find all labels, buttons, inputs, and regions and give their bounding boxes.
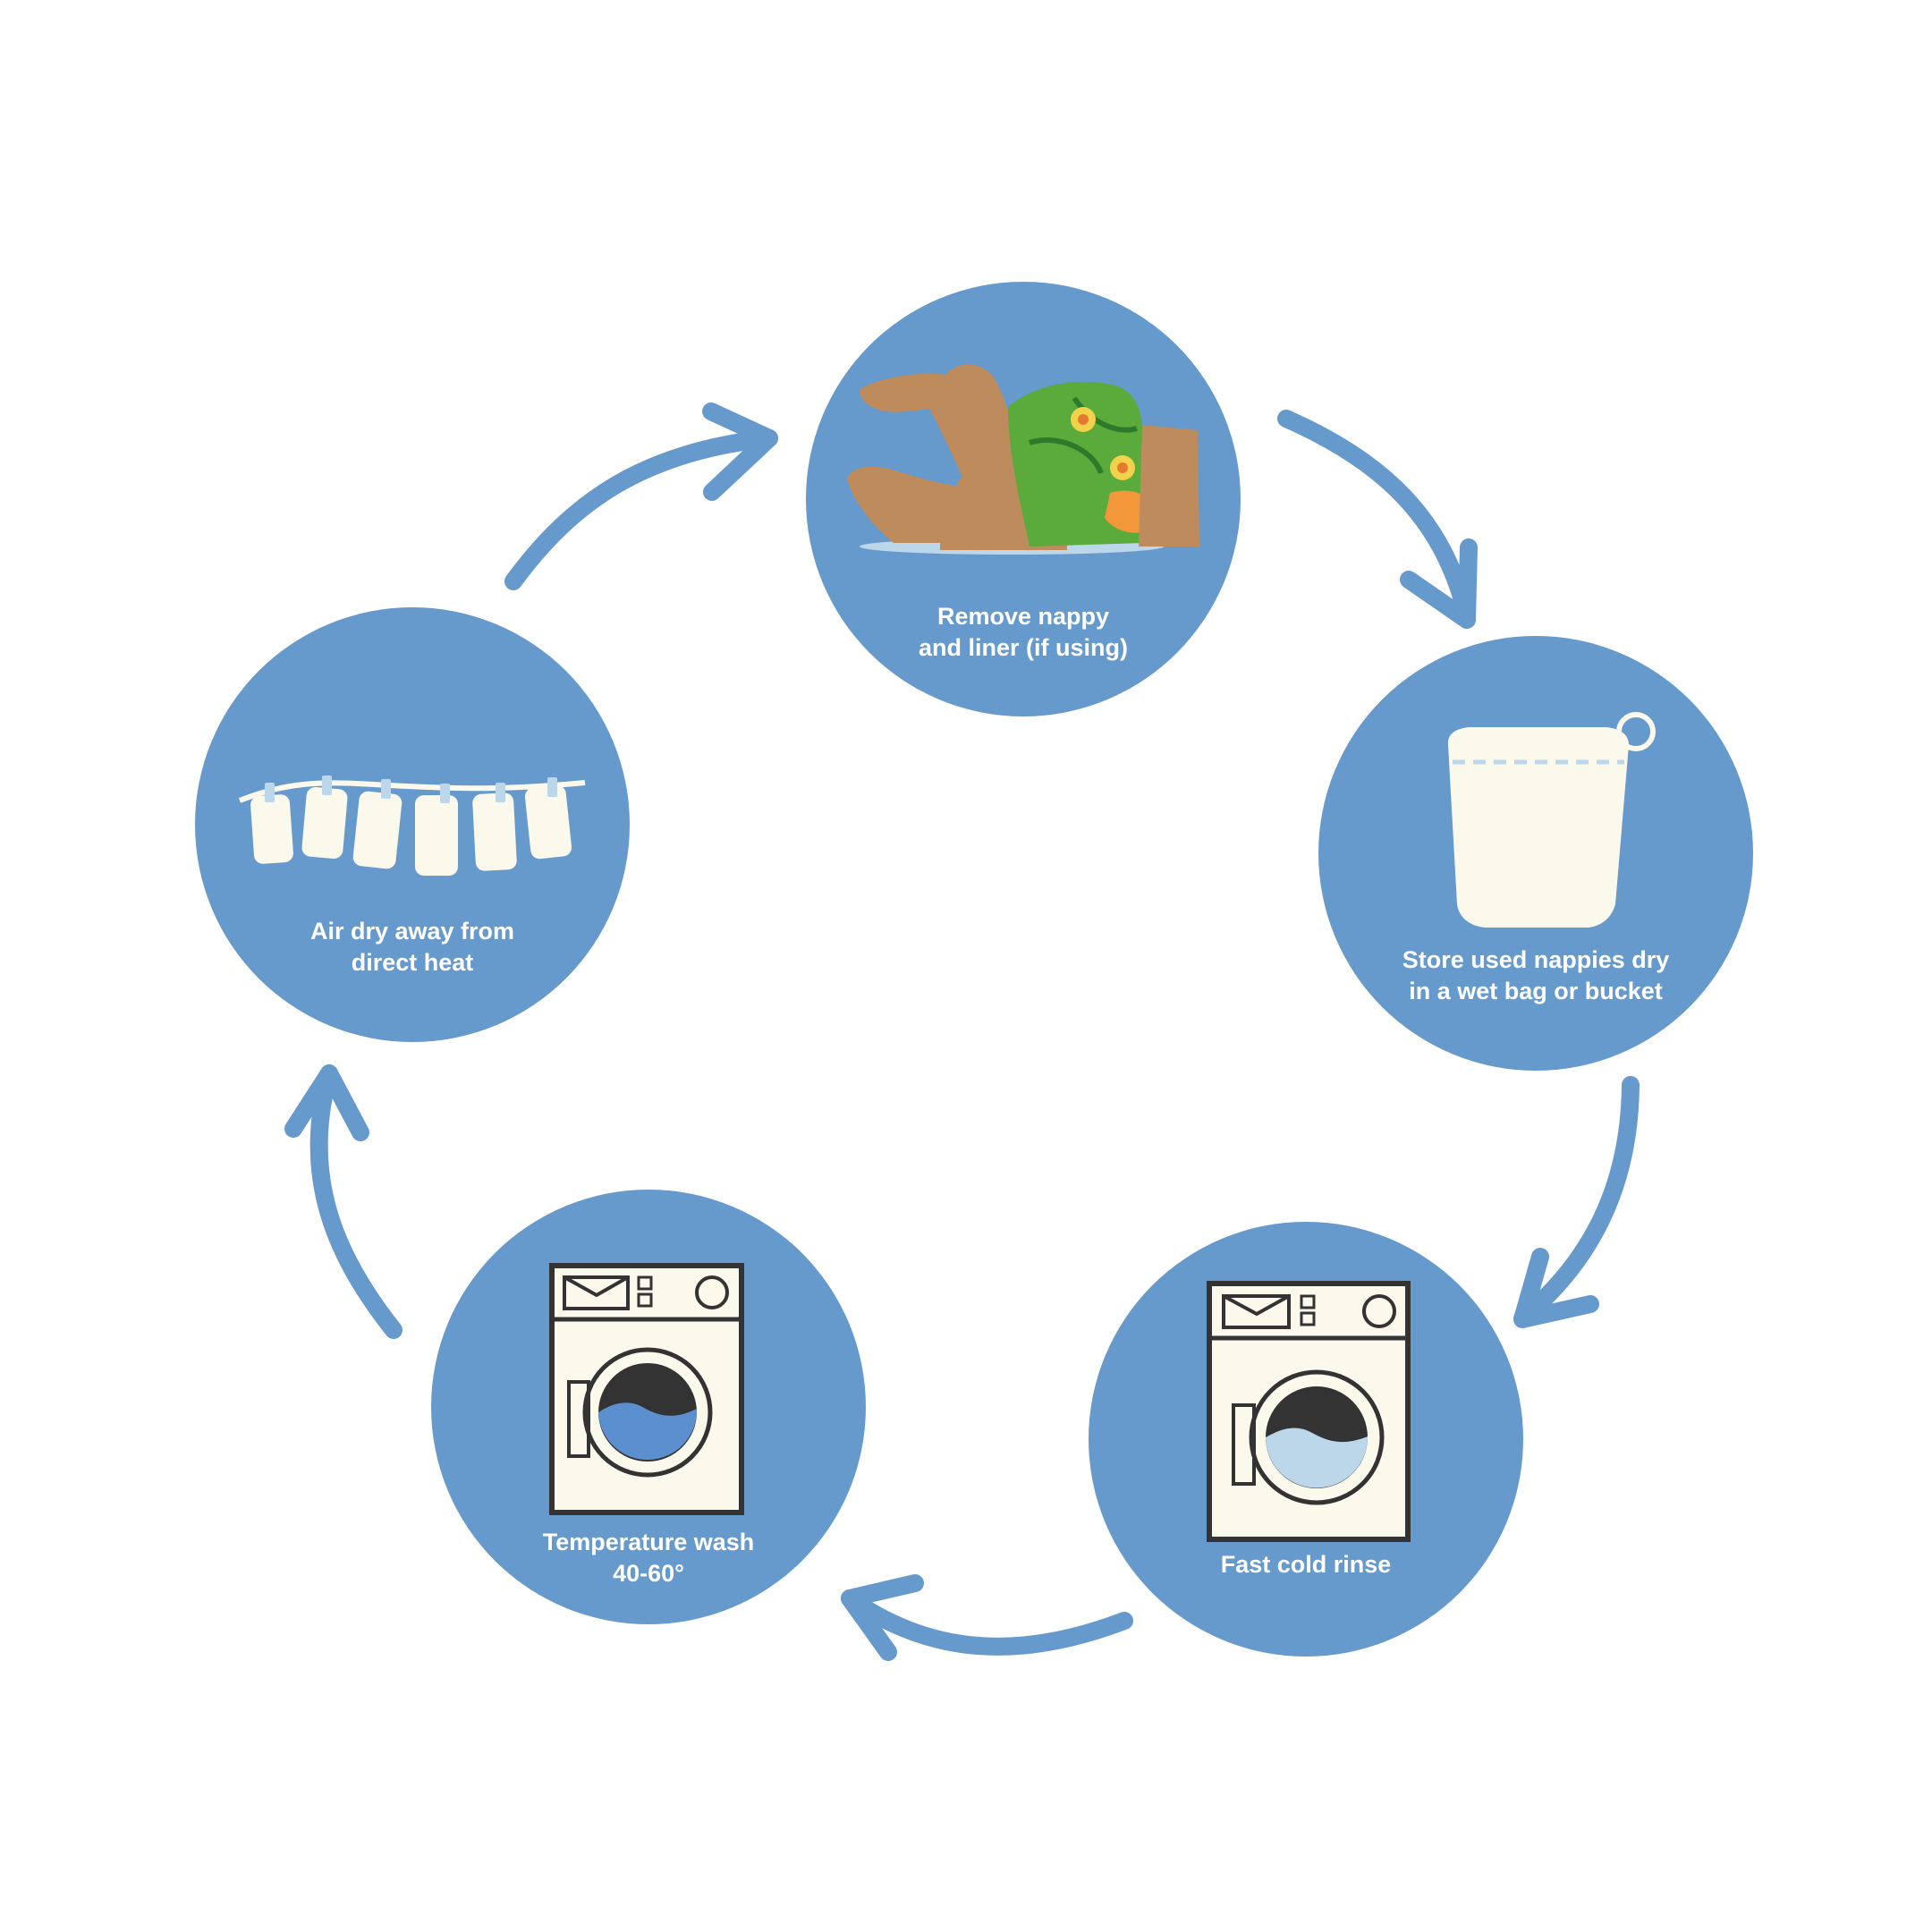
wet-bag-icon — [1447, 712, 1656, 928]
step-label: Air dry away from direct heat — [309, 918, 515, 976]
cycle-arrow-icon — [841, 1574, 1133, 1661]
step-store-wet-bag: Store used nappies dry in a wet bag or b… — [1318, 636, 1753, 1071]
step-temperature-wash: Temperature wash 40-60° — [431, 1190, 866, 1624]
step-label: Fast cold rinse — [1220, 1551, 1392, 1578]
step-label: Store used nappies dry in a wet bag or b… — [1402, 946, 1670, 1004]
cycle-arrow-icon — [284, 1064, 402, 1339]
washing-machine-icon — [549, 1263, 744, 1515]
step-label: Temperature wash 40-60° — [542, 1529, 755, 1587]
clothesline-icon — [238, 775, 586, 876]
washing-machine-icon — [1207, 1281, 1411, 1542]
step-remove-nappy: Remove nappy and liner (if using) — [806, 282, 1241, 716]
step-label: Remove nappy and liner (if using) — [919, 603, 1128, 661]
step-fast-cold-rinse: Fast cold rinse — [1089, 1222, 1523, 1657]
baby-nappy-icon — [847, 364, 1199, 555]
cycle-arrow-icon — [1277, 410, 1478, 629]
cycle-arrow-icon — [504, 402, 778, 590]
cycle-arrow-icon — [1513, 1076, 1640, 1328]
step-air-dry: Air dry away from direct heat — [195, 607, 630, 1042]
